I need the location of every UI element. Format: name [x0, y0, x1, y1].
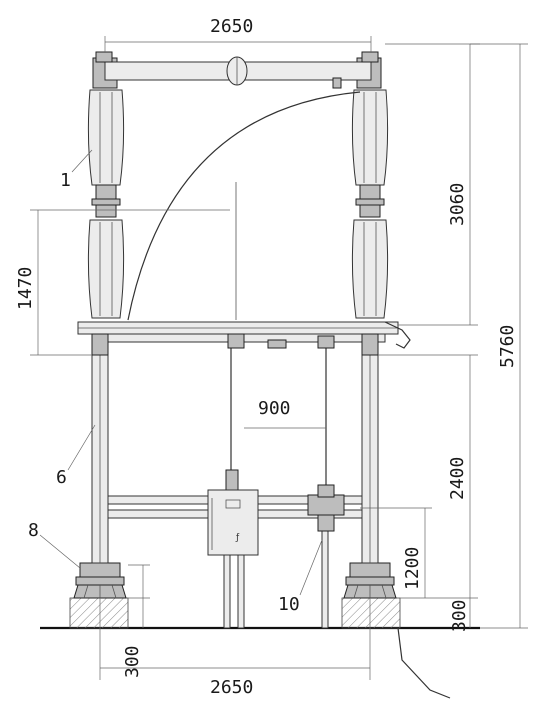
foundation-right	[341, 597, 401, 629]
mechanism-box: ƒ	[207, 469, 259, 556]
contact-hook	[384, 321, 411, 349]
dim-foundation-left: 300	[122, 645, 143, 678]
callout-operating-mechanism: 10	[278, 594, 300, 615]
callout-insulator: 1	[60, 170, 71, 191]
base-bracket-right	[343, 562, 397, 599]
callout-base-bracket: 8	[28, 520, 39, 541]
dim-support-height: 2400	[447, 457, 468, 500]
mechanism-post-left	[223, 554, 231, 629]
dim-top-width: 2650	[210, 16, 253, 37]
svg-text:ƒ: ƒ	[235, 533, 240, 543]
dim-foundation-right: 300	[449, 599, 470, 632]
callout-support-column: 6	[56, 467, 67, 488]
dim-bottom-width: 2650	[210, 677, 253, 698]
dim-upper-section: 3060	[447, 183, 468, 226]
dim-frame-height: 1200	[402, 547, 423, 590]
dim-insulator-height: 1470	[15, 267, 36, 310]
rod-post	[321, 529, 329, 629]
top-clamp-right	[361, 51, 379, 63]
mechanism-post-right	[237, 554, 245, 629]
base-bracket-left	[73, 562, 127, 599]
dim-overall-height: 5760	[497, 325, 518, 368]
insulator-right	[351, 57, 389, 319]
ground-cable	[397, 627, 451, 699]
earthing-blade-arc	[127, 91, 361, 321]
insulator-left	[87, 57, 125, 319]
drive-gear	[307, 484, 345, 532]
top-clamp-left	[95, 51, 113, 63]
dim-mechanism-offset: 900	[258, 398, 291, 419]
foundation-left	[69, 597, 129, 629]
